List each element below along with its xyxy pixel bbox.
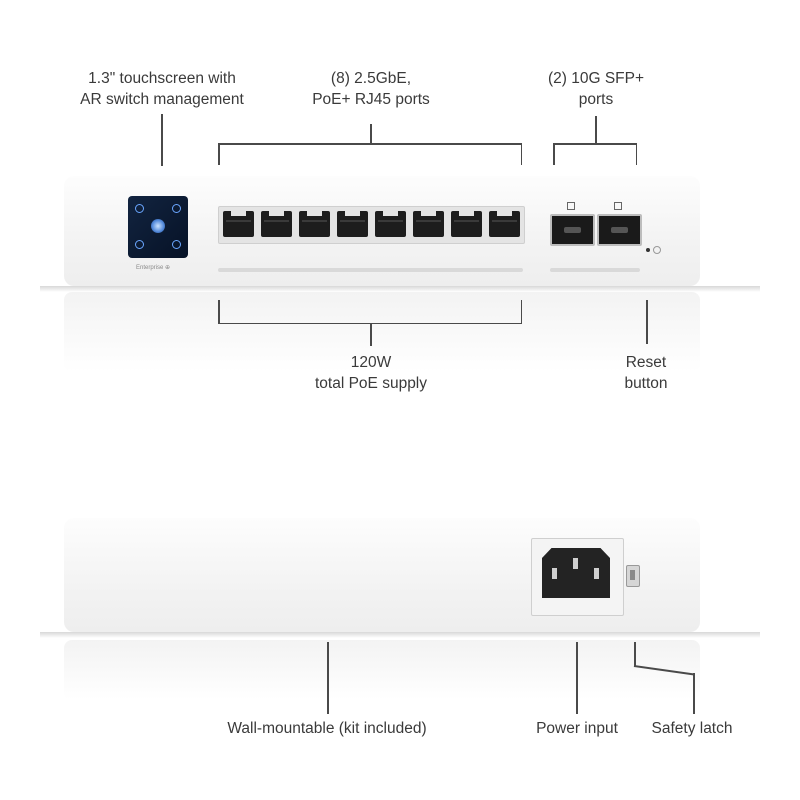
touchscreen-callout-line-2: AR switch management: [80, 91, 244, 108]
power-input-callout: Power input: [536, 720, 618, 737]
rj45-bracket-left: [218, 143, 220, 165]
safety-latch[interactable]: [626, 565, 640, 587]
sfp-callout-line-1: (2) 10G SFP+: [547, 70, 645, 87]
rj45-port-6[interactable]: [413, 210, 444, 237]
power-pin-right: [594, 568, 599, 579]
rj45-port-5[interactable]: [375, 210, 406, 237]
reset-button-callout: Reset button: [624, 352, 667, 394]
sfp-port-2-indicator: [614, 202, 622, 210]
safety-latch-leader-v1: [634, 642, 636, 666]
wall-mount-callout: Wall-mountable (kit included): [227, 720, 427, 737]
sfp-bracket-stem: [595, 116, 597, 143]
poe-bracket-bottom: [218, 322, 522, 324]
rj45-bracket-top: [218, 143, 522, 145]
sfp-port-2[interactable]: [597, 214, 642, 246]
rj45-port-7[interactable]: [451, 210, 482, 237]
touchscreen-callout: 1.3" touchscreen with AR switch manageme…: [80, 68, 244, 110]
touchscreen-icon-bottom-left: [135, 240, 144, 249]
front-panel-shadow: [40, 286, 760, 292]
sfp-port-1-indicator: [567, 202, 575, 210]
rj45-port-2[interactable]: [261, 210, 292, 237]
touchscreen-callout-line-1: 1.3" touchscreen with: [88, 70, 236, 87]
poe-supply-callout: 120W total PoE supply: [315, 352, 427, 394]
rj45-callout-line-1: (8) 2.5GbE,: [330, 70, 412, 87]
sfp-bar: [550, 268, 640, 272]
safety-latch-leader-v2: [693, 673, 695, 714]
power-input-socket[interactable]: [542, 548, 610, 598]
rj45-port-4[interactable]: [337, 210, 368, 237]
sfp-callout-line-2: ports: [578, 91, 614, 108]
rj45-poe-bar: [218, 268, 523, 272]
wall-mount-leader: [327, 642, 329, 714]
sfp-bracket-top: [553, 143, 637, 145]
rear-panel-reflection: [64, 640, 700, 700]
rj45-bracket-right: [520, 143, 522, 165]
reset-button[interactable]: [653, 246, 661, 254]
rj45-port-1[interactable]: [223, 210, 254, 237]
sfp-port-1[interactable]: [550, 214, 595, 246]
safety-latch-callout: Safety latch: [651, 720, 733, 737]
poe-bracket-stem: [370, 324, 372, 346]
rj45-callout-line-2: PoE+ RJ45 ports: [312, 91, 430, 108]
sfp-bracket-left: [553, 143, 555, 165]
touchscreen-icon-top-left: [135, 204, 144, 213]
touchscreen-icon-top-right: [172, 204, 181, 213]
reset-callout-line-2: button: [624, 375, 668, 392]
front-panel-reflection: [64, 292, 700, 372]
touchscreen-leader: [161, 114, 163, 166]
reset-callout-line-1: Reset: [625, 354, 667, 371]
rear-panel-shadow: [40, 632, 760, 638]
touchscreen-icon-bottom-right: [172, 240, 181, 249]
poe-bracket-right: [520, 300, 522, 324]
poe-bracket-left: [218, 300, 220, 324]
touchscreen-display[interactable]: [128, 196, 188, 258]
rj45-ports-callout: (8) 2.5GbE, PoE+ RJ45 ports: [312, 68, 430, 110]
sfp-bracket-right: [635, 143, 637, 165]
power-input-leader: [576, 642, 578, 714]
rj45-bracket-stem: [370, 124, 372, 143]
status-led: [646, 248, 650, 252]
poe-callout-line-2: total PoE supply: [314, 375, 428, 392]
power-pin-left: [552, 568, 557, 579]
rj45-port-8[interactable]: [489, 210, 520, 237]
rj45-port-3[interactable]: [299, 210, 330, 237]
enterprise-brand-logo: Enterprise ⊕: [136, 265, 171, 271]
touchscreen-center-orb-icon: [151, 219, 165, 233]
power-pin-center: [573, 558, 578, 569]
rj45-port-panel: [218, 206, 525, 244]
reset-leader: [646, 300, 648, 344]
sfp-ports-callout: (2) 10G SFP+ ports: [548, 68, 644, 110]
poe-callout-line-1: 120W: [350, 354, 392, 371]
